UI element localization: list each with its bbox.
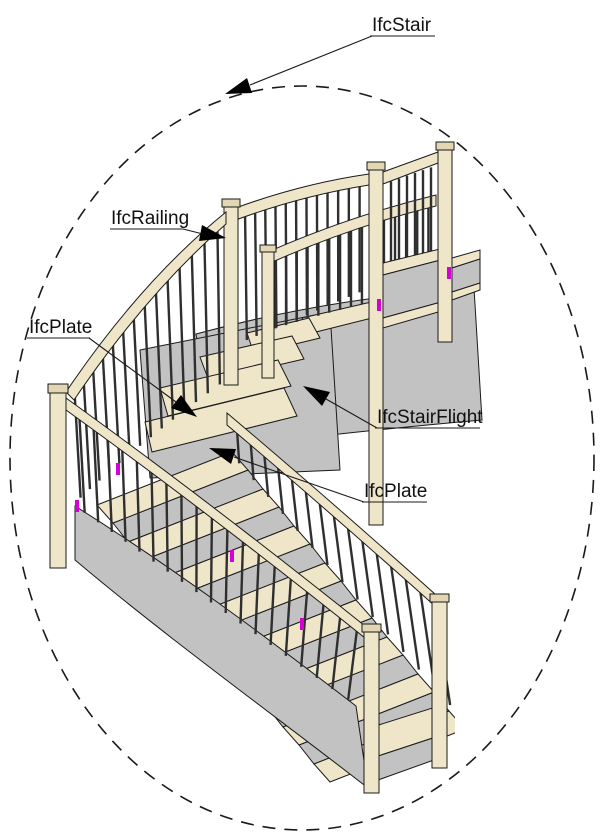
railing-upper-outer — [47, 210, 227, 569]
baluster — [209, 509, 214, 603]
label-ifcrailing-text: IfcRailing — [111, 208, 189, 229]
label-ifcstair-leader — [249, 35, 373, 86]
connection-marker — [300, 618, 304, 630]
railing-lower-far — [226, 411, 452, 769]
label-ifcplate-upper-arrowhead — [171, 395, 197, 417]
baluster — [165, 474, 169, 572]
baluster — [346, 624, 359, 701]
label-ifcstair-arrowhead — [225, 78, 252, 94]
balusters-landing — [389, 167, 433, 269]
landing-post-right — [437, 145, 453, 343]
newel-cap-left — [47, 383, 69, 394]
connection-marker — [116, 463, 120, 475]
label-ifcstairflight-arrowhead — [303, 386, 330, 406]
baluster — [142, 291, 153, 438]
connection-marker — [377, 299, 381, 311]
baluster — [345, 521, 359, 600]
baluster — [216, 223, 222, 385]
baluster — [284, 571, 293, 656]
label-ifcplate-upper-text: IfcPlate — [29, 317, 92, 338]
newel-post-bottom-right — [431, 597, 448, 769]
baluster — [177, 255, 186, 411]
landing-handrail-top — [382, 151, 439, 185]
baluster — [91, 420, 100, 523]
newel-cap-middle — [221, 198, 241, 208]
baluster — [403, 573, 421, 670]
baluster — [180, 485, 184, 582]
baluster — [135, 452, 141, 552]
baluster — [315, 597, 326, 679]
label-ifcplate-lower: IfcPlate — [209, 448, 427, 503]
balusters-left-outer — [73, 223, 222, 498]
baluster — [106, 430, 114, 533]
connection-marker — [230, 550, 234, 562]
label-ifcplate-lower-text: IfcPlate — [364, 481, 427, 502]
label-ifcplate-lower-leader — [233, 456, 365, 503]
label-ifcstairflight: IfcStairFlight — [303, 386, 483, 429]
baluster — [243, 211, 249, 341]
balusters-lower-near — [77, 409, 359, 701]
baluster — [165, 266, 175, 420]
newel-post-inner — [261, 247, 275, 379]
baluster — [303, 484, 314, 549]
landing-railing — [366, 141, 481, 526]
stair-boundary-ellipse — [9, 85, 595, 831]
baluster — [120, 441, 127, 542]
landing-post-left-cap — [366, 161, 386, 171]
baluster — [82, 373, 92, 490]
baluster — [131, 303, 142, 446]
annotations: IfcStair IfcRailing IfcPlate IfcStairFli… — [27, 15, 483, 503]
baluster — [154, 278, 164, 429]
newel-cap-bottom-right — [429, 593, 450, 603]
label-ifcstairflight-text: IfcStairFlight — [377, 407, 483, 428]
baluster — [269, 558, 277, 646]
baluster — [254, 545, 261, 635]
landing-post-left — [368, 165, 384, 526]
baluster — [317, 496, 329, 566]
baluster — [253, 208, 258, 336]
label-ifcrailing-arrowhead — [199, 225, 226, 241]
newel-post-left — [49, 387, 67, 569]
railing-upper-inner — [259, 194, 437, 379]
baluster — [150, 463, 155, 562]
label-ifcrailing: IfcRailing — [110, 208, 226, 241]
baluster — [289, 471, 299, 531]
label-ifcstair: IfcStair — [225, 15, 435, 94]
newel-post-middle — [223, 202, 239, 386]
label-ifcplate-upper-leader — [88, 337, 177, 403]
baluster — [331, 611, 342, 690]
baluster — [360, 534, 374, 618]
label-ifcstairflight-leader — [325, 398, 378, 429]
newel-post-bottom-left — [363, 627, 380, 794]
label-ifcrailing-leader — [182, 228, 204, 235]
baluster — [190, 244, 198, 403]
baluster — [203, 233, 210, 394]
label-ifcstair-text: IfcStair — [372, 15, 432, 36]
railing-lower-near — [65, 397, 382, 794]
baluster — [374, 547, 390, 635]
baluster — [299, 584, 309, 667]
landing-post-right-cap — [435, 141, 455, 151]
connection-markers — [75, 267, 451, 630]
handrail-upper-outer — [65, 210, 227, 401]
baluster — [224, 521, 229, 613]
baluster — [239, 533, 245, 624]
winder-plate — [144, 387, 298, 453]
label-ifcplate-lower-arrowhead — [209, 448, 236, 464]
newel-cap-bottom-left — [361, 623, 382, 633]
connection-marker — [75, 500, 79, 512]
handrail-upper-inner — [267, 194, 437, 265]
baluster — [77, 409, 86, 513]
baluster — [389, 560, 405, 653]
label-ifcplate-upper: IfcPlate — [27, 317, 197, 417]
winder-plate — [159, 359, 292, 417]
newel-cap-inner — [259, 244, 277, 253]
baluster — [331, 509, 344, 583]
connection-marker — [447, 267, 451, 279]
baluster — [121, 316, 131, 455]
